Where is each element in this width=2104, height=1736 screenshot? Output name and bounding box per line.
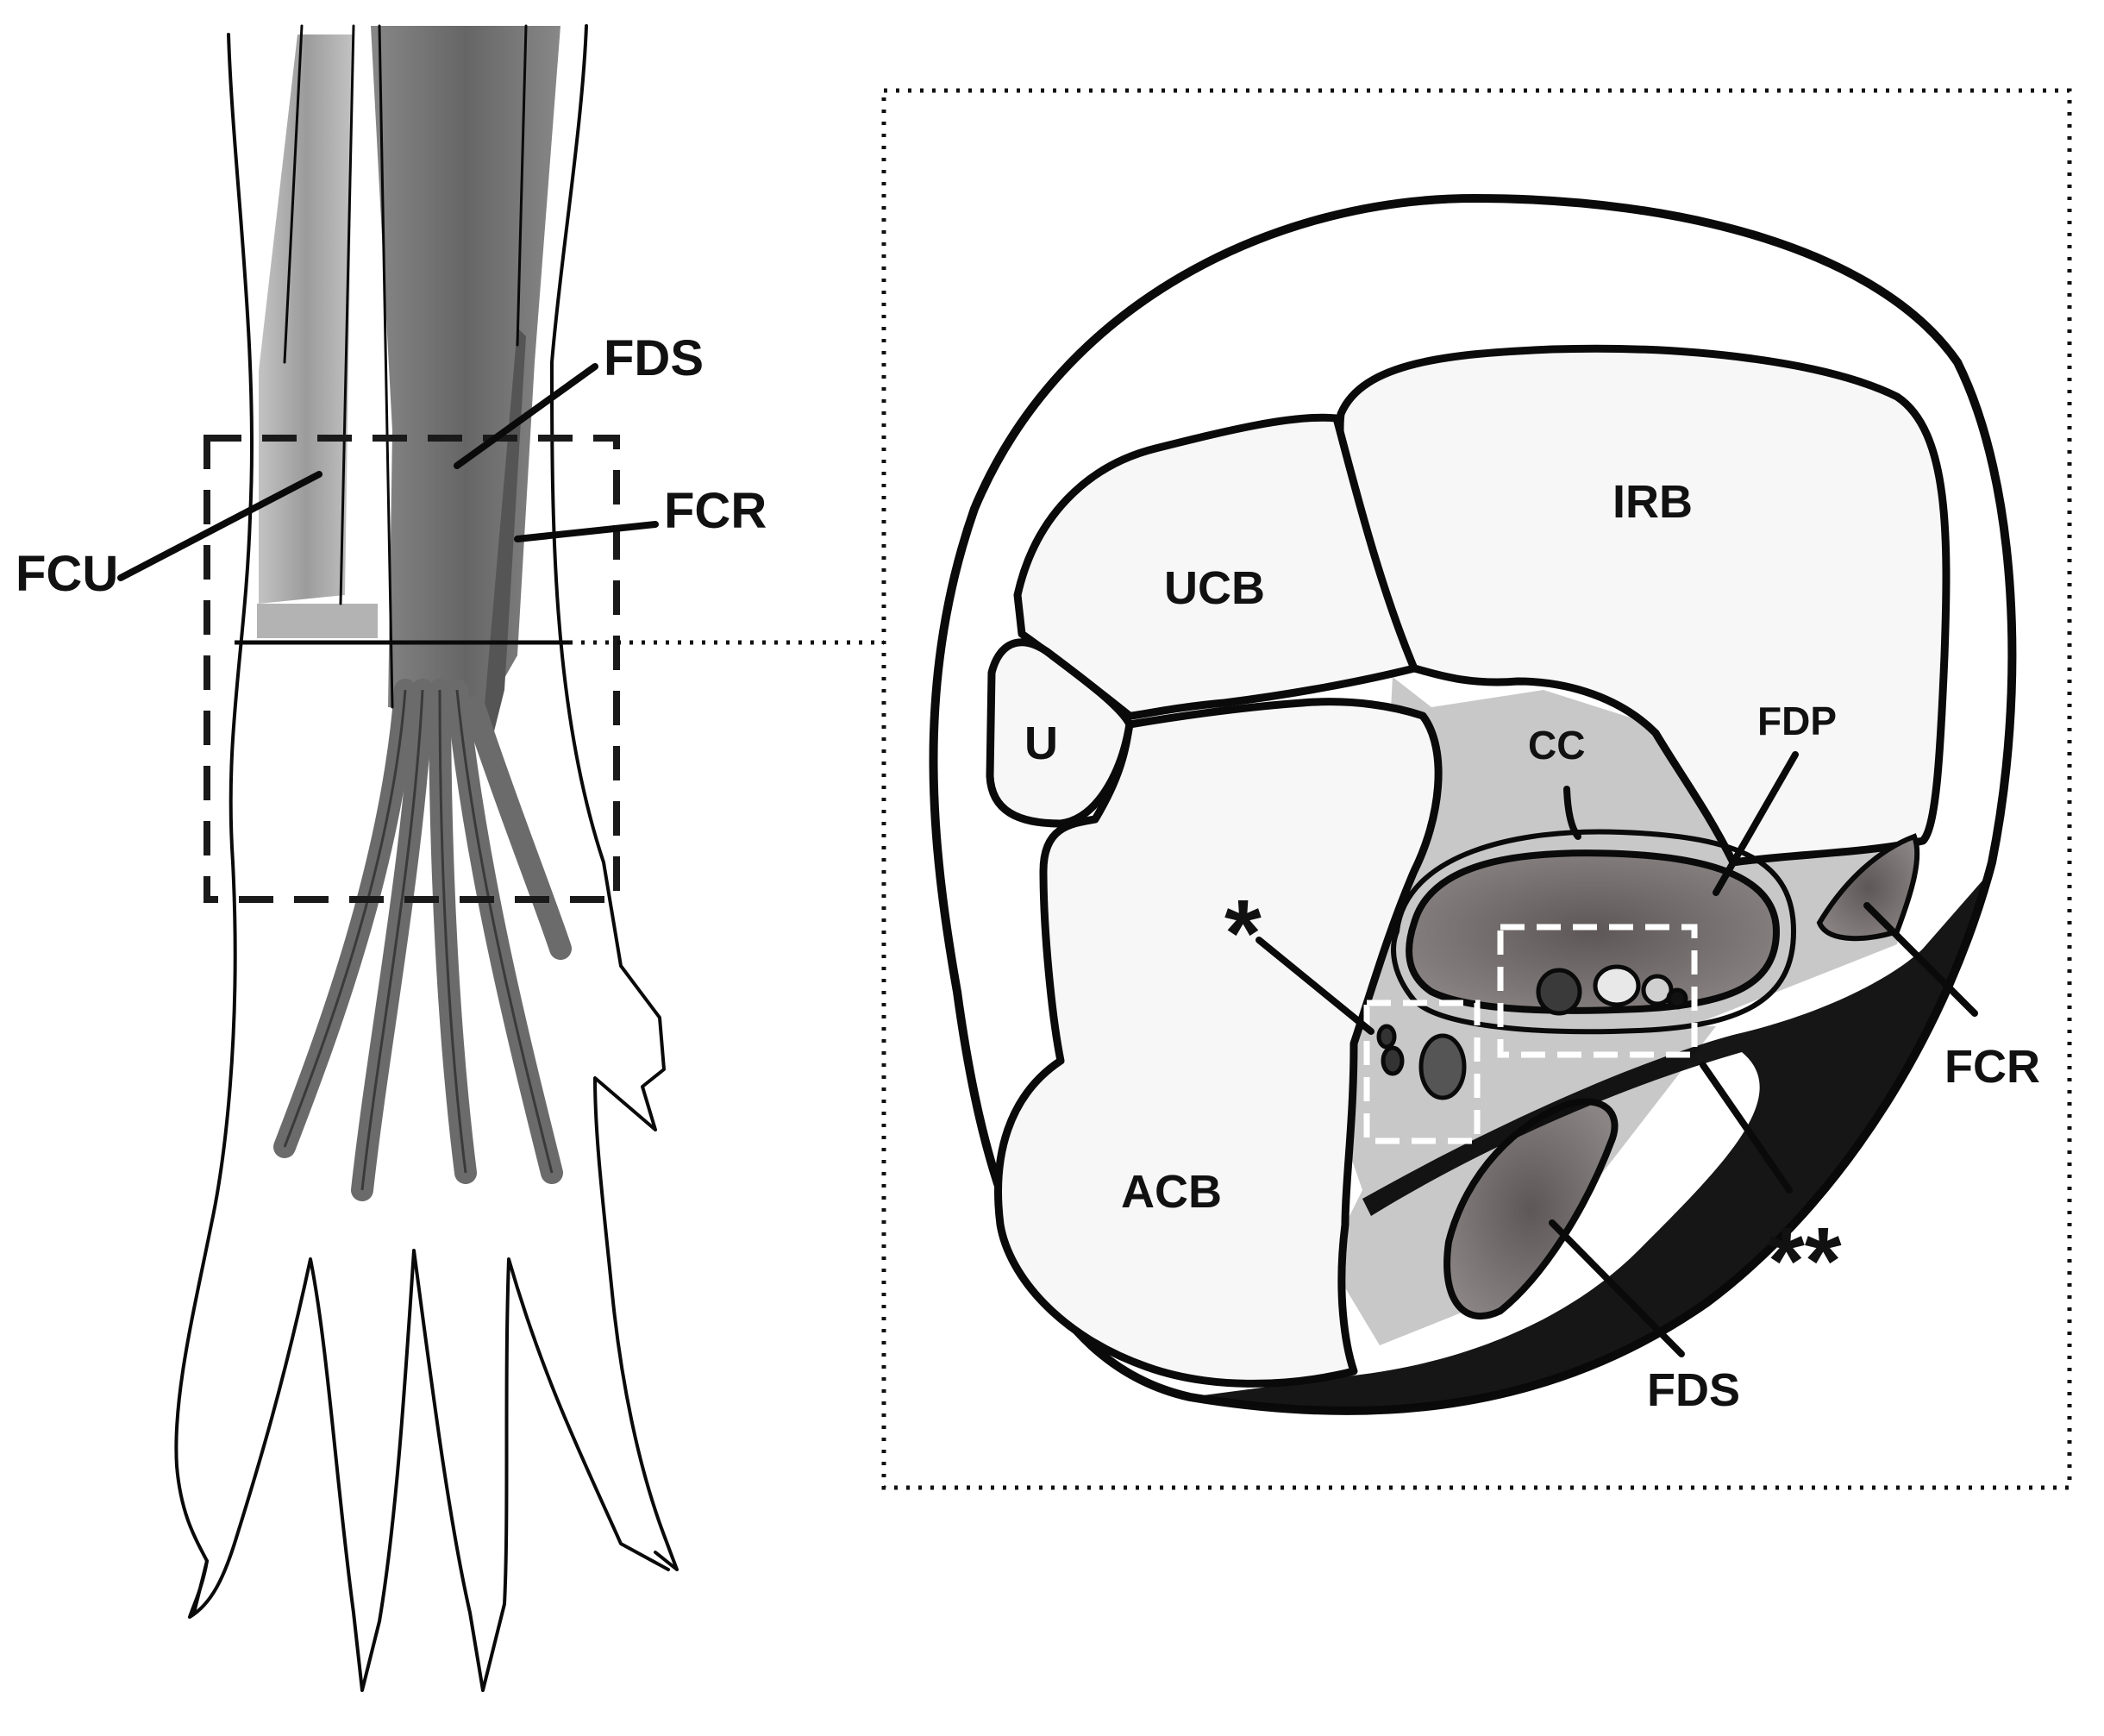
label-acb: ACB	[1121, 1166, 1222, 1218]
retinaculum-band	[1190, 880, 1983, 1411]
fds-muscle	[371, 26, 560, 716]
star-dashed-box	[1363, 1000, 1481, 1144]
canal-structures	[1536, 964, 1688, 1016]
bone-acb	[994, 698, 1443, 1388]
forelimb-drawing	[117, 24, 884, 1692]
label-fdp: FDP	[1757, 699, 1837, 743]
section-band	[257, 604, 378, 638]
bone-ucb	[1013, 413, 1418, 720]
label-fcr-section: FCR	[1944, 1041, 2040, 1093]
paw-toes	[188, 1249, 670, 1692]
label-u: U	[1024, 718, 1058, 769]
limb-dashed-box	[204, 435, 620, 903]
limb-label-fcu: FCU	[16, 546, 118, 602]
star-structures	[1376, 1024, 1467, 1100]
fcu-muscle	[259, 34, 354, 604]
label-cc: CC	[1528, 723, 1585, 768]
limb-outline-right	[550, 24, 679, 1571]
carpal-canal-outline	[1391, 829, 1797, 1035]
label-double-star: **	[1768, 1208, 1842, 1314]
tendons	[273, 679, 572, 1201]
label-irb: IRB	[1612, 476, 1693, 528]
limb-label-fcr: FCR	[664, 483, 767, 539]
inset-dotted-frame	[881, 88, 2072, 1490]
fcr-muscle	[483, 328, 526, 742]
limb-label-fds: FDS	[604, 330, 704, 386]
label-ucb: UCB	[1164, 562, 1265, 614]
label-single-star: *	[1224, 881, 1262, 987]
label-fds-section: FDS	[1647, 1364, 1740, 1416]
cross-section	[929, 193, 2017, 1415]
canal-dashed-box	[1497, 924, 1698, 1058]
fcr-tendon	[1816, 833, 1920, 942]
limb-outline-left	[174, 33, 254, 1614]
